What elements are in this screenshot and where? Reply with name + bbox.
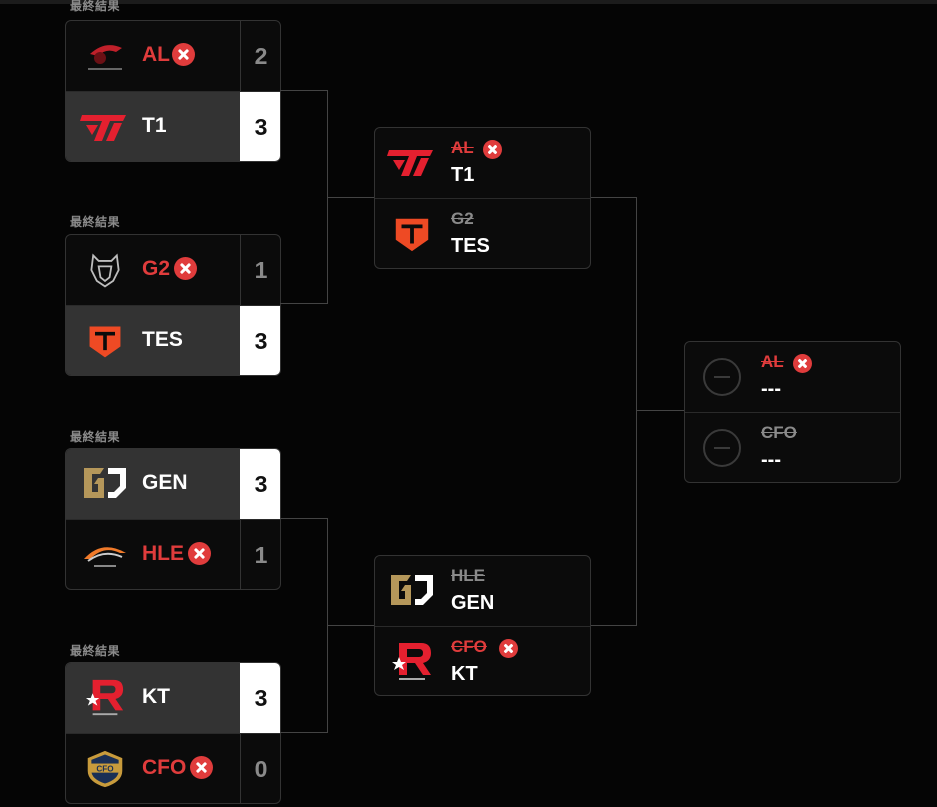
top-divider [0,0,937,4]
predicted-team: G2 [451,209,474,228]
prediction-row: CFO --- [685,412,900,482]
team-score: 3 [240,663,280,733]
semifinal-card-1[interactable]: AL T1 G2 TES [374,127,591,269]
predicted-team: CFO [451,637,487,656]
prediction-row: G2 TES [375,198,590,268]
kt-logo-icon [392,643,431,680]
eliminated-icon [483,140,502,159]
team-row-kt: KT 3 [66,663,280,733]
team-score: 0 [240,734,280,803]
team-name: T1 [142,114,167,137]
empty-slot-icon [703,358,741,396]
team-score: 3 [240,306,280,375]
gen-logo-icon [84,468,126,498]
team-score: 1 [240,520,280,589]
empty-slot-icon [703,429,741,467]
bracket-connector [327,197,375,198]
bracket-connector [591,197,636,198]
match-label-2: 最終結果 [70,215,121,229]
prediction-row: AL T1 [375,128,590,198]
match-card-4[interactable]: KT 3 CFO 0 [65,662,281,804]
actual-team: --- [761,449,781,471]
team-score: 3 [240,92,280,161]
bracket-connector [636,410,685,411]
team-score: 1 [240,235,280,305]
team-name: GEN [142,471,188,494]
match-label-3: 最終結果 [70,430,121,444]
prediction-row: AL --- [685,342,900,412]
team-score: 2 [240,21,280,91]
bracket-connector [280,518,327,519]
eliminated-icon [793,354,812,373]
match-card-2[interactable]: G2 1 TES 3 [65,234,281,376]
team-name: TES [142,328,183,351]
match-label-4: 最終結果 [70,644,121,658]
hle-logo-icon [83,546,127,568]
t1-logo-icon [80,115,126,141]
actual-team: KT [451,663,478,685]
eliminated-icon [188,542,211,565]
prediction-row: HLE GEN [375,556,590,626]
final-card[interactable]: AL --- CFO --- [684,341,901,483]
kt-logo-icon [85,679,124,716]
eliminated-icon [174,257,197,280]
predicted-team: AL [761,352,784,371]
predicted-team: AL [451,138,474,157]
bracket-connector [280,303,327,304]
team-name: CFO [142,756,187,779]
team-score: 3 [240,449,280,519]
actual-team: GEN [451,592,495,614]
bracket-connector [327,625,375,626]
bracket-connector [280,732,327,733]
actual-team: --- [761,378,781,400]
gen-logo-icon [391,575,433,605]
prediction-row: CFO KT [375,626,590,695]
team-name: HLE [142,542,184,565]
team-row-tes: TES 3 [66,305,280,375]
actual-team: TES [451,235,490,257]
g2-logo-icon [90,254,120,288]
team-name: G2 [142,257,171,280]
team-name: AL [142,43,170,66]
team-row-t1: T1 3 [66,91,280,161]
bracket-connector [591,625,636,626]
predicted-team: CFO [761,423,797,442]
bracket-connector [636,197,637,626]
eliminated-icon [190,756,213,779]
match-card-1[interactable]: AL 2 T1 3 [65,20,281,162]
team-row-al: AL 2 [66,21,280,91]
al-logo-icon [88,45,122,70]
actual-team: T1 [451,164,475,186]
team-row-g2: G2 1 [66,235,280,305]
t1-logo-icon [387,150,433,176]
eliminated-icon [172,43,195,66]
tes-logo-icon [89,326,121,358]
tes-logo-icon [395,218,429,252]
team-row-hle: HLE 1 [66,519,280,589]
team-row-gen: GEN 3 [66,449,280,519]
eliminated-icon [499,639,518,658]
team-row-cfo: CFO 0 [66,733,280,803]
team-name: KT [142,685,170,708]
semifinal-card-2[interactable]: HLE GEN CFO KT [374,555,591,696]
predicted-team: HLE [451,566,485,585]
bracket-connector [280,90,327,91]
match-card-3[interactable]: GEN 3 HLE 1 [65,448,281,590]
cfo-logo-icon [87,750,123,788]
match-label-1: 最終結果 [70,0,121,13]
